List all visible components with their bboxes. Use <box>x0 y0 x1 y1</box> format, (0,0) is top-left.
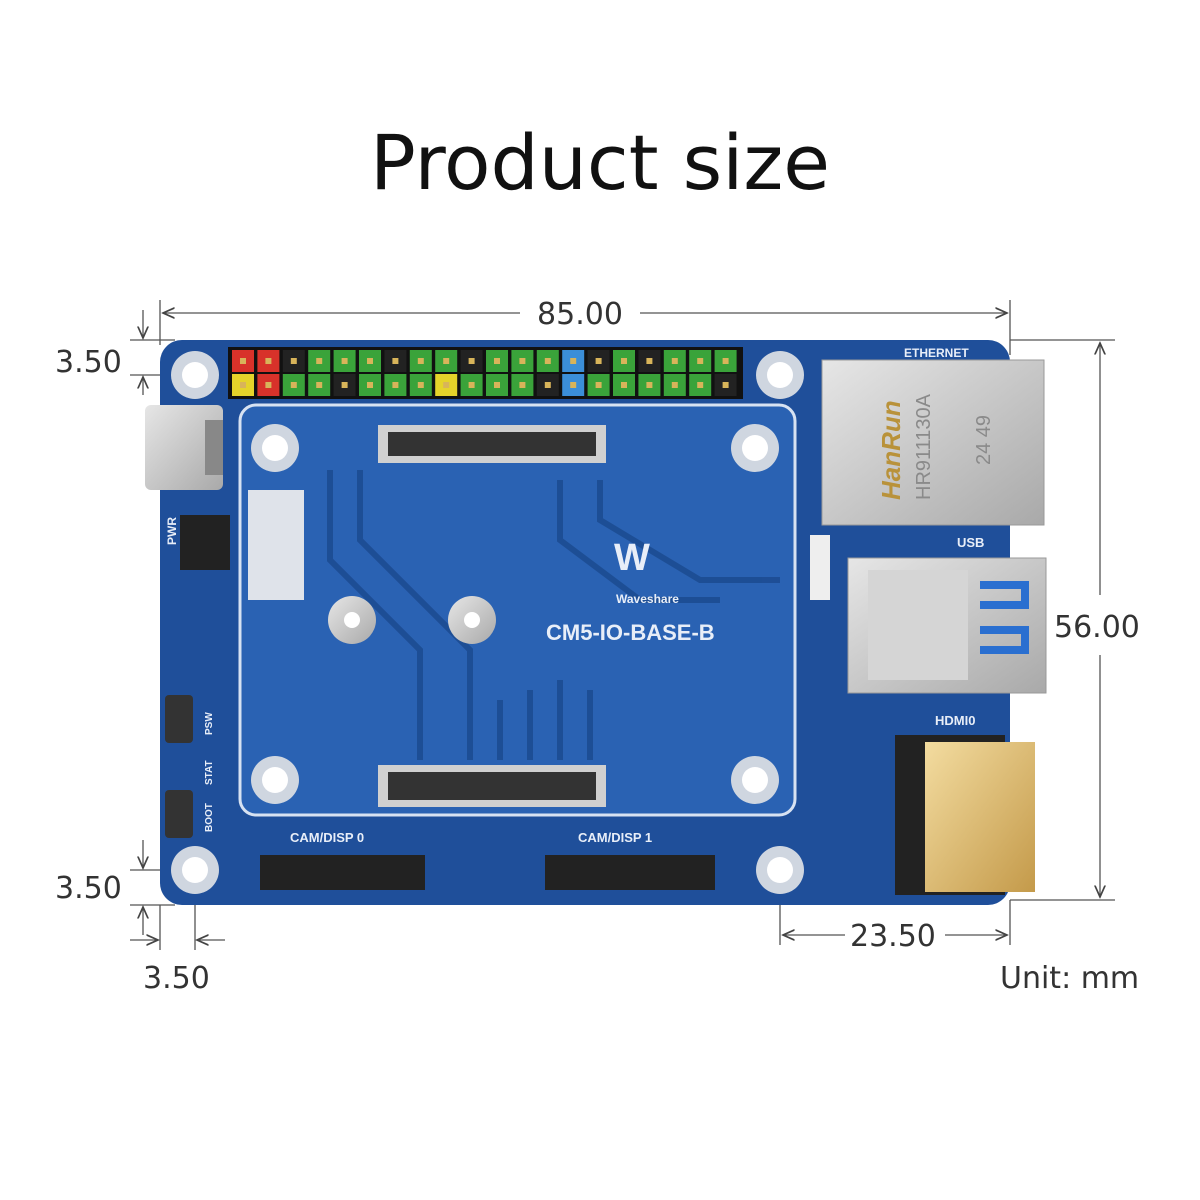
hdmi-port <box>895 735 1035 895</box>
header-pin-tip <box>367 382 373 388</box>
header-pin-tip <box>621 382 627 388</box>
stat-label: STAT <box>204 760 215 785</box>
usb-a-port <box>847 557 1047 694</box>
side-buttons <box>165 515 830 890</box>
brand-label: Waveshare <box>616 592 679 606</box>
unit-label: Unit: mm <box>1000 961 1139 996</box>
header-pin-tip <box>265 358 272 364</box>
header-pin-tip <box>443 358 450 364</box>
header-pin-tip <box>316 382 323 388</box>
header-pin-tip <box>722 358 729 364</box>
top-hole-offset-label: 3.50 <box>55 345 122 380</box>
left-hole-offset-label: 3.50 <box>143 961 210 996</box>
usb-label: USB <box>957 535 984 550</box>
header-pin-tip <box>519 382 526 388</box>
header-pin-tip <box>519 358 526 364</box>
rj45-brand-marking: HanRun <box>876 400 906 500</box>
header-pin-tip <box>621 358 627 364</box>
pwr-label: PWR <box>165 517 179 545</box>
mounting-holes <box>171 351 804 894</box>
usb-c-connector <box>145 405 223 490</box>
header-pin-tip <box>341 382 348 388</box>
cam-disp-0-label: CAM/DISP 0 <box>290 830 364 845</box>
pcb-board <box>160 340 1010 905</box>
header-pin-tip <box>722 382 729 388</box>
header-pin-tip <box>595 358 602 364</box>
cam-disp-0-connector <box>260 855 425 890</box>
header-pin-tip <box>570 382 577 388</box>
height-dimension-label: 56.00 <box>1054 610 1140 645</box>
boot-label: BOOT <box>204 803 215 832</box>
header-pin-tip <box>290 358 297 364</box>
right-hole-spacing-label: 23.50 <box>850 919 936 954</box>
header-pin-tip <box>468 382 475 388</box>
header-pin-tip <box>240 382 246 388</box>
header-pin-tip <box>570 358 577 364</box>
cm5-module-area <box>238 403 797 817</box>
header-pin-tip <box>265 382 272 388</box>
header-pin-tip <box>367 358 373 364</box>
header-pin-tip <box>494 358 500 364</box>
cam-disp-1-label: CAM/DISP 1 <box>578 830 652 845</box>
ethernet-label: ETHERNET <box>904 346 969 360</box>
cam-disp-1-connector <box>545 855 715 890</box>
header-pin-tip <box>671 382 678 388</box>
bottom-hole-offset-label: 3.50 <box>55 871 122 906</box>
width-dimension-label: 85.00 <box>537 297 623 332</box>
hdmi-label: HDMI0 <box>935 713 975 728</box>
waveshare-logo-mark: W <box>614 537 650 579</box>
header-pin-tip <box>417 358 424 364</box>
header-pin-tip <box>443 382 450 388</box>
header-pin-tip <box>595 382 602 388</box>
header-pin-tip <box>646 382 653 388</box>
header-pin-tip <box>494 382 500 388</box>
header-pin-tip <box>290 382 297 388</box>
header-pin-tip <box>392 382 399 388</box>
header-pin-tip <box>697 358 704 364</box>
header-pin-tip <box>544 382 551 388</box>
page-title: Product size <box>369 118 831 207</box>
header-pin-tip <box>697 382 704 388</box>
header-pin-tip <box>417 382 424 388</box>
rj45-model-marking: HR911130A <box>913 393 935 500</box>
waveshare-logo: W Waveshare <box>614 537 679 606</box>
header-pin-tip <box>646 358 653 364</box>
label-sticker <box>248 490 304 600</box>
header-pin-tip <box>316 358 323 364</box>
header-pin-tip <box>671 358 678 364</box>
rj45-date-marking: 24 49 <box>973 415 995 465</box>
ethernet-jack: HanRun HR911130A 24 49 <box>821 359 1045 526</box>
gpio-header <box>228 347 743 399</box>
fan-connector <box>810 535 830 600</box>
header-pin-tip <box>341 358 348 364</box>
header-pin-tip <box>240 358 246 364</box>
header-pin-tip <box>392 358 399 364</box>
header-pin-tip <box>544 358 551 364</box>
board-name: CM5-IO-BASE-B <box>546 620 715 645</box>
cm5-connectors <box>378 425 606 807</box>
header-pin-tip <box>468 358 475 364</box>
psw-label: PSW <box>204 712 215 735</box>
